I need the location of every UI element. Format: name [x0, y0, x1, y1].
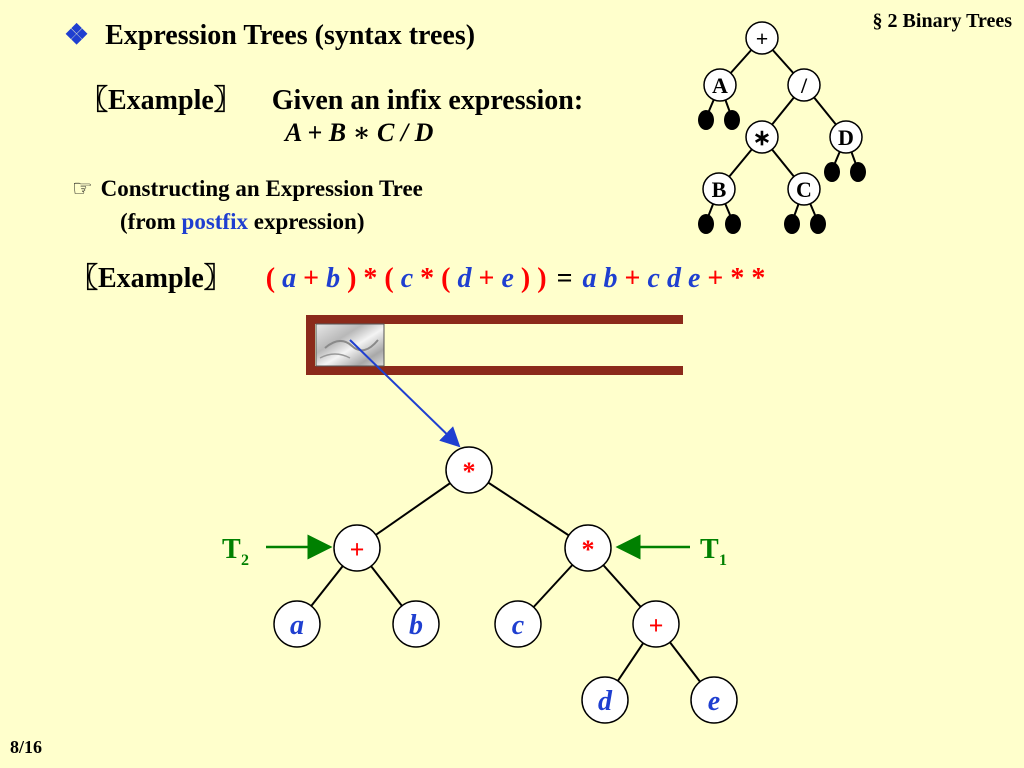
infix-token: (: [384, 263, 394, 294]
infix-token-list: ( a + b ) * ( c * ( d + e ) ): [266, 263, 547, 294]
null-leaf-dot: [824, 162, 840, 182]
svg-text:d: d: [598, 686, 613, 717]
svg-text:b: b: [409, 610, 423, 641]
title-text: Expression Trees (syntax trees): [105, 20, 476, 51]
t1-marker: T 1: [615, 534, 727, 569]
null-leaf-dot: [698, 110, 714, 130]
t1-subscript: 1: [719, 552, 727, 569]
node-plus-deep: +: [632, 600, 680, 648]
svg-text:*: *: [582, 535, 595, 564]
svg-text:∗: ∗: [753, 125, 771, 150]
stack-top-bar: [306, 315, 683, 324]
infix-token: +: [303, 263, 320, 294]
small-node-c: C: [787, 172, 821, 206]
infix-token: a: [282, 263, 297, 294]
page-number: 8/16: [10, 737, 43, 757]
example-label: 〖Example〗: [80, 85, 242, 116]
svg-text:c: c: [512, 610, 525, 641]
postfix-token: c: [647, 263, 660, 294]
null-leaf-dot: [724, 110, 740, 130]
svg-text:/: /: [800, 73, 808, 98]
stack-bottom-bar: [306, 366, 683, 375]
svg-text:+: +: [649, 611, 664, 640]
svg-text:B: B: [712, 177, 727, 202]
svg-text:a: a: [290, 610, 304, 641]
pointing-hand-icon: ☞: [72, 176, 93, 201]
slide-title: ❖ Expression Trees (syntax trees): [64, 18, 475, 52]
construct-subpoint: ☞ Constructing an Expression Tree (from p…: [72, 172, 423, 238]
svg-text:+: +: [756, 26, 769, 51]
svg-text:C: C: [796, 177, 812, 202]
svg-text:A: A: [712, 73, 728, 98]
small-node-divide: /: [787, 68, 821, 102]
postfix-token: *: [751, 263, 766, 294]
null-leaf-dot: [784, 214, 800, 234]
example2-label: 〖Example〗: [70, 263, 232, 294]
infix-token: (: [265, 263, 276, 294]
postfix-token: *: [730, 263, 745, 294]
big-expression-tree: * + * a b c + d: [273, 446, 738, 724]
infix-token: +: [478, 263, 495, 294]
subpoint-line2-before: (from: [120, 209, 182, 234]
infix-token: ): [347, 263, 357, 294]
subpoint-line1: Constructing an Expression Tree: [100, 176, 423, 201]
small-node-times: ∗: [745, 120, 779, 154]
node-c: c: [494, 600, 542, 648]
example-postfix: 〖Example〗 ( a + b ) * ( c * ( d + e ) ) = a…: [70, 256, 765, 296]
postfix-token: +: [624, 263, 641, 294]
pop-arrow: [349, 339, 461, 448]
small-node-d: D: [829, 120, 863, 154]
node-a: a: [273, 600, 321, 648]
t2-label: T: [222, 534, 241, 565]
null-leaf-dot: [725, 214, 741, 234]
small-node-b: B: [702, 172, 736, 206]
infix-token: b: [326, 263, 341, 294]
example-infix-intro: 〖Example〗 Given an infix expression:: [80, 78, 583, 118]
t1-label: T: [700, 534, 719, 565]
equals-sign: =: [556, 263, 573, 294]
svg-text:*: *: [463, 457, 476, 486]
postfix-token: d: [666, 263, 681, 294]
null-leaf-dot: [850, 162, 866, 182]
infix-token: d: [457, 263, 472, 294]
infix-token: e: [501, 263, 514, 294]
stack-container: [306, 315, 683, 375]
postfix-token: +: [707, 263, 724, 294]
infix-expression: A + B ∗ C / D: [285, 118, 434, 147]
t2-subscript: 2: [241, 552, 249, 569]
infix-token: *: [420, 263, 435, 294]
node-e: e: [690, 676, 738, 724]
postfix-token-list: a b + c d e + * *: [583, 263, 766, 294]
node-root-multiply: *: [445, 446, 493, 494]
infix-token: *: [363, 263, 378, 294]
node-multiply-right: *: [564, 524, 612, 572]
postfix-token: b: [603, 263, 618, 294]
postfix-token: e: [687, 263, 701, 294]
node-b: b: [392, 600, 440, 648]
infix-token: c: [400, 263, 414, 294]
small-node-plus: +: [745, 21, 779, 55]
diamond-bullet-icon: ❖: [64, 20, 90, 51]
small-expression-tree: + A / ∗ D B C: [698, 21, 866, 234]
infix-token: ): [520, 263, 531, 294]
section-label: § 2 Binary Trees: [872, 10, 1012, 32]
svg-text:e: e: [708, 686, 720, 717]
null-leaf-dot: [698, 214, 714, 234]
example-text: Given an infix expression:: [271, 85, 584, 116]
node-d: d: [581, 676, 629, 724]
node-plus-left: +: [333, 524, 381, 572]
t2-marker: T 2: [222, 534, 333, 569]
null-leaf-dot: [810, 214, 826, 234]
subpoint-line2-after: expression): [247, 209, 365, 234]
postfix-highlight: postfix: [181, 209, 248, 234]
infix-token: ): [537, 263, 547, 294]
stack-back-wall: [306, 315, 315, 375]
infix-token: (: [441, 263, 451, 294]
postfix-token: a: [582, 263, 597, 294]
svg-text:D: D: [838, 125, 854, 150]
small-node-a: A: [703, 68, 737, 102]
svg-text:+: +: [350, 535, 365, 564]
